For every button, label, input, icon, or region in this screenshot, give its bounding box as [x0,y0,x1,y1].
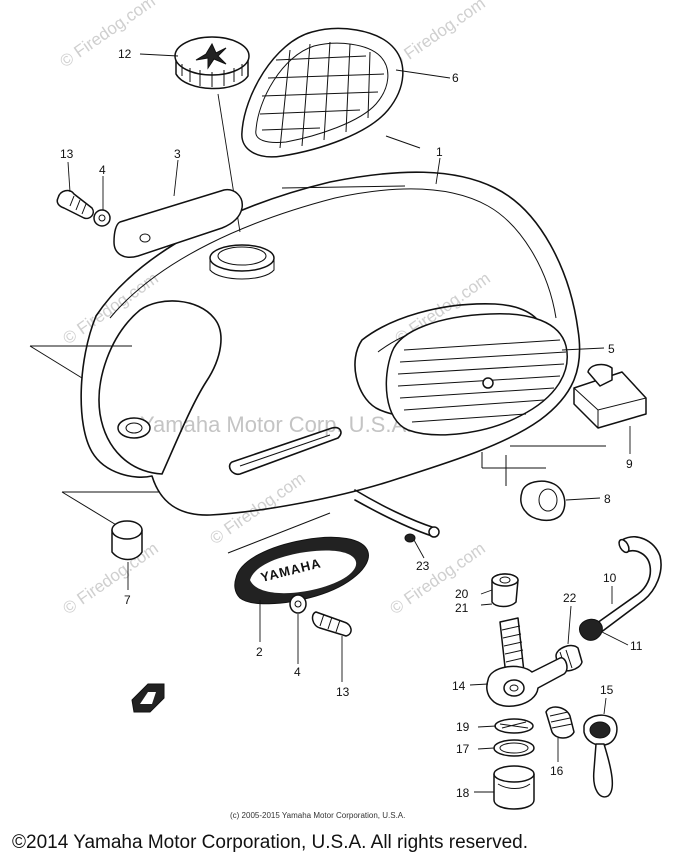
fuel-cock-nut[interactable] [491,573,519,608]
small-copyright: (c) 2005-2015 Yamaha Motor Corporation, … [230,811,405,820]
part-number-labels: 12 6 3 13 4 1 5 9 8 7 2 4 13 23 20 21 22… [60,47,643,800]
leader-lines [67,53,631,793]
part-number-2: 2 [256,645,263,659]
filler-cap[interactable] [174,36,250,233]
tuning-fork-emblem-icon [195,42,227,70]
fuel-hose[interactable] [589,536,662,637]
part-number-13-top: 13 [60,147,74,161]
firedog-watermark: © Firedog.com [206,469,308,549]
part-number-4-top: 4 [99,163,106,177]
part-number-4-bottom: 4 [294,665,301,679]
top-emblem-plate[interactable] [113,188,243,258]
firedog-watermark: © Firedog.com [59,269,161,349]
part-number-1: 1 [436,145,443,159]
part-number-5: 5 [608,342,615,356]
filler-neck [209,244,275,272]
part-number-3: 3 [174,147,181,161]
center-watermark: Yamaha Motor Corp. U.S.A. [140,412,412,437]
hose-clip [404,533,416,543]
part-number-23: 23 [416,559,430,573]
part-number-11: 11 [630,639,643,653]
part-number-13-bottom: 13 [336,685,350,699]
fuel-strainer[interactable] [494,718,534,734]
part-number-14: 14 [452,679,466,693]
part-number-8: 8 [604,492,611,506]
part-number-9: 9 [626,457,633,471]
part-number-6: 6 [452,71,459,85]
tank-mount-grommet [117,417,151,439]
fuel-cock-lever[interactable] [583,714,618,798]
firedog-watermark: © Firedog.com [386,539,488,619]
part-number-12: 12 [118,47,132,61]
part-number-7: 7 [124,593,131,607]
firedog-watermark: © Firedog.com [59,539,161,619]
part-number-10: 10 [603,571,617,585]
footer-copyright: ©2014 Yamaha Motor Corporation, U.S.A. A… [12,832,528,853]
seat-bracket[interactable] [573,363,647,429]
front-rubber-cap[interactable] [111,520,143,561]
part-number-21: 21 [455,601,469,615]
yamaha-emblem-plate[interactable]: YAMAHA [234,536,369,605]
part-number-19: 19 [456,720,470,734]
bottom-screw[interactable] [311,611,352,637]
part-number-22: 22 [563,591,577,605]
front-direction-mark-icon [131,683,165,713]
top-washer[interactable] [93,209,111,227]
bottom-washer[interactable] [289,594,307,614]
part-number-18: 18 [456,786,470,800]
firedog-watermark: © Firedog.com [56,0,158,71]
fuel-cup[interactable] [493,765,535,810]
knee-pad-side[interactable] [385,313,568,436]
fuel-cock-assembly[interactable] [486,617,568,707]
hose-clip-11[interactable] [579,618,603,641]
o-ring[interactable] [493,739,535,757]
part-number-15: 15 [600,683,614,697]
part-number-17: 17 [456,742,470,756]
part-number-16: 16 [550,764,564,778]
rear-grommet[interactable] [520,480,566,522]
assembly-lines [29,135,606,554]
part-number-20: 20 [455,587,469,601]
top-screw[interactable] [56,189,95,220]
knee-pad-top[interactable] [241,27,404,158]
fuel-cock-seal[interactable] [545,706,575,739]
